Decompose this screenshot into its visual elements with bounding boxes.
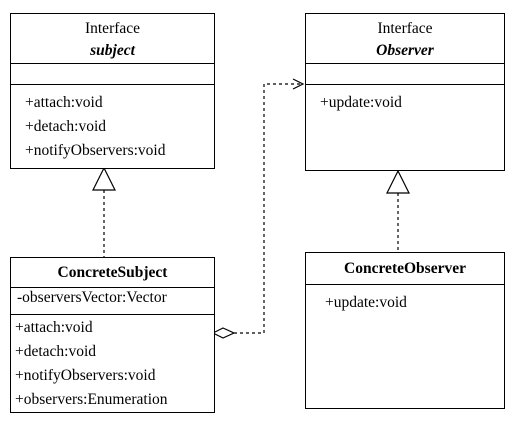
observer-name: Observer	[376, 42, 434, 59]
subject-name: subject	[90, 42, 135, 59]
concrete-subject-method: +observers:Enumeration	[15, 391, 168, 408]
subject-method: +detach:void	[25, 118, 107, 135]
subject-method: +notifyObservers:void	[25, 142, 166, 159]
concrete-subject-attribute: -observersVector:Vector	[17, 289, 167, 306]
concrete-subject-method: +attach:void	[15, 319, 93, 336]
aggregation-diamond	[211, 327, 236, 339]
observer-realization-arrowhead	[386, 169, 410, 194]
subject-method-section	[11, 84, 214, 85]
subject-stereotype: Interface	[84, 20, 141, 37]
observer-attribute-section	[306, 63, 504, 64]
concrete-observer-name: ConcreteObserver	[344, 260, 466, 277]
aggregation-arrowhead	[292, 78, 305, 90]
observer-method: +update:void	[320, 94, 402, 111]
concrete-observer-method: +update:void	[325, 294, 407, 311]
subject-realization-arrowhead	[92, 166, 116, 191]
observer-interface-box: Interface Observer +update:void	[305, 13, 505, 171]
subject-interface-box: Interface subject +attach:void +detach:v…	[10, 13, 215, 169]
concrete-subject-method-section	[11, 314, 214, 315]
aggregation-line	[234, 83, 300, 334]
concrete-subject-method: +detach:void	[15, 343, 97, 360]
subject-attribute-section	[11, 63, 214, 64]
concrete-subject-attribute-section	[11, 287, 214, 288]
concrete-subject-name: ConcreteSubject	[57, 264, 168, 281]
observer-stereotype: Interface	[377, 20, 433, 37]
concrete-subject-box: ConcreteSubject -observersVector:Vector …	[10, 257, 215, 413]
subject-method: +attach:void	[25, 94, 103, 111]
observer-method-section	[306, 84, 504, 85]
concrete-subject-method: +notifyObservers:void	[15, 367, 156, 384]
concrete-observer-method-section	[306, 284, 504, 285]
concrete-observer-box: ConcreteObserver +update:void	[305, 252, 505, 409]
